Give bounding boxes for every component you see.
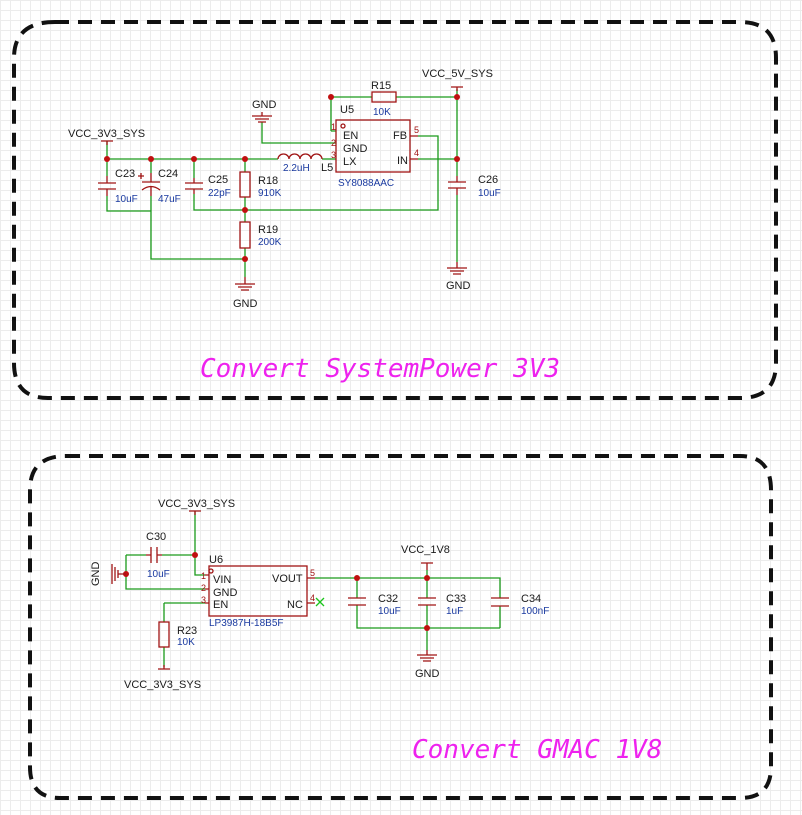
ic-u5: U5 EN GND LX FB IN 1 2 3 5 4 SY8088AAC xyxy=(331,104,419,189)
pin-number: 2 xyxy=(201,583,206,593)
pin-number: 4 xyxy=(310,593,315,603)
section1-title: Convert SystemPower 3V3 xyxy=(200,354,560,384)
section2-wires xyxy=(125,511,501,667)
value: 10uF xyxy=(147,569,170,580)
capacitor-c23: C23 10uF xyxy=(98,168,138,205)
pin-number: 5 xyxy=(414,125,419,135)
section2-frame xyxy=(28,454,773,800)
ref: U5 xyxy=(340,104,354,116)
resistor-r15: R15 10K xyxy=(371,80,397,118)
ref: C30 xyxy=(146,531,166,543)
capacitor-c30: C30 10uF xyxy=(146,531,170,580)
value: 200K xyxy=(258,237,282,248)
net-label: GND xyxy=(90,562,102,587)
ref: L5 xyxy=(321,162,333,174)
net-label: GND xyxy=(233,298,258,310)
pin-name: EN xyxy=(213,599,228,611)
ref: C26 xyxy=(478,174,498,186)
ref: U6 xyxy=(209,554,223,566)
gnd-symbol-left: GND xyxy=(90,562,126,587)
ref: C23 xyxy=(115,168,135,180)
capacitor-c34: C34 100nF xyxy=(491,593,549,617)
value: 2.2uH xyxy=(283,163,310,174)
ref: C25 xyxy=(208,174,228,186)
ref: C32 xyxy=(378,593,398,605)
pin-number: 3 xyxy=(201,595,206,605)
net-label: GND xyxy=(252,99,277,111)
pin-name: GND xyxy=(213,587,238,599)
section2-title: Convert GMAC 1V8 xyxy=(412,735,662,765)
ref: C34 xyxy=(521,593,541,605)
capacitor-c24-polarized: C24 47uF xyxy=(138,168,181,205)
gnd-symbol-right: GND xyxy=(446,262,471,292)
capacitor-c26: C26 10uF xyxy=(448,174,501,199)
resistor-r23: R23 10K xyxy=(158,621,197,648)
vcc-3v3-sys-port-r23: VCC_3V3_SYS xyxy=(124,665,201,691)
section1-wires xyxy=(106,89,458,277)
capacitor-c25: C25 22pF xyxy=(185,174,231,199)
net-label: VCC_3V3_SYS xyxy=(68,128,145,140)
gnd-symbol-bottom-left: GND xyxy=(233,277,258,310)
value: 22pF xyxy=(208,188,231,199)
ic-u6: U6 VIN GND EN VOUT NC 1 2 3 5 4 LP3987H-… xyxy=(201,554,325,629)
value: 10uF xyxy=(115,194,138,205)
value: 10K xyxy=(177,637,195,648)
pin-name: FB xyxy=(393,130,407,142)
vcc-3v3-sys-port-u6: VCC_3V3_SYS xyxy=(158,498,235,515)
gnd-symbol-output: GND xyxy=(415,650,440,680)
pin-name: VIN xyxy=(213,574,231,586)
value: 10uF xyxy=(478,188,501,199)
value: 1uF xyxy=(446,606,463,617)
net-label: VCC_5V_SYS xyxy=(422,68,493,80)
pin-number: 5 xyxy=(310,568,315,578)
net-label: GND xyxy=(446,280,471,292)
pin-name: IN xyxy=(397,155,408,167)
ref: C33 xyxy=(446,593,466,605)
value: 910K xyxy=(258,188,282,199)
ref: R23 xyxy=(177,625,197,637)
ref: C24 xyxy=(158,168,178,180)
gnd-symbol-top: GND xyxy=(252,99,277,123)
pin-name: NC xyxy=(287,599,303,611)
value: 10uF xyxy=(378,606,401,617)
vcc-5v-sys-port: VCC_5V_SYS xyxy=(422,68,493,91)
ref: R19 xyxy=(258,224,278,236)
section1-junctions xyxy=(104,94,460,262)
net-label: VCC_3V3_SYS xyxy=(158,498,235,510)
pin-name: VOUT xyxy=(272,573,303,585)
value: 10K xyxy=(373,107,391,118)
pin-number: 1 xyxy=(331,122,336,132)
section1-frame xyxy=(12,20,778,400)
value: 100nF xyxy=(521,606,549,617)
net-label: GND xyxy=(415,668,440,680)
ref: R15 xyxy=(371,80,391,92)
pin-number: 3 xyxy=(331,150,336,160)
vcc-3v3-sys-port-top: VCC_3V3_SYS xyxy=(68,128,145,145)
pin-number: 2 xyxy=(331,138,336,148)
capacitor-c33: C33 1uF xyxy=(418,593,466,617)
net-label: VCC_3V3_SYS xyxy=(124,679,201,691)
capacitor-c32: C32 10uF xyxy=(348,593,401,617)
resistor-r18: R18 910K xyxy=(239,171,282,199)
resistor-r19: R19 200K xyxy=(239,221,282,249)
ref: R18 xyxy=(258,175,278,187)
net-label: VCC_1V8 xyxy=(401,544,450,556)
pin-number: 1 xyxy=(201,571,206,581)
pin-number: 4 xyxy=(414,148,419,158)
pin-name: EN xyxy=(343,130,358,142)
pin-name: LX xyxy=(343,156,357,168)
part-number: SY8088AAC xyxy=(338,178,394,189)
pin-name: GND xyxy=(343,143,368,155)
inductor-l5: 2.2uH L5 xyxy=(277,153,333,174)
vcc-1v8-port: VCC_1V8 xyxy=(401,544,450,570)
value: 47uF xyxy=(158,194,181,205)
part-number: LP3987H-18B5F xyxy=(209,618,284,629)
